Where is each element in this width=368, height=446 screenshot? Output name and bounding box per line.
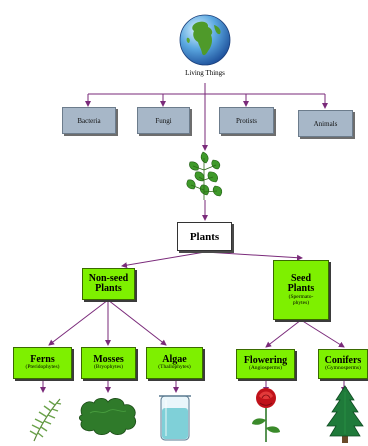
nonseed-line2: Plants: [95, 283, 122, 294]
plants-node: Plants: [177, 222, 232, 251]
algae-title: Algae: [162, 353, 187, 365]
pine-tree-icon: [326, 385, 364, 443]
beaker-icon: [159, 395, 191, 441]
kingdom-label: Bacteria: [77, 116, 101, 125]
fern-icon: [29, 398, 62, 442]
plant-leaves-icon: [186, 151, 223, 200]
ferns-sub: (Pteridophytes): [25, 364, 60, 371]
ferns-node: Ferns (Pteridophytes): [13, 347, 72, 379]
kingdom-label: Protists: [235, 116, 257, 125]
algae-sub: (Thallophytes): [158, 364, 191, 371]
plants-label: Plants: [189, 230, 220, 243]
kingdom-label: Fungi: [155, 116, 172, 125]
nonseed-plants-node: Non-seed Plants: [82, 268, 135, 300]
conifers-title: Conifers: [324, 354, 362, 366]
kingdom-animals: Animals: [298, 110, 353, 137]
seed-line1: Seed: [291, 272, 311, 284]
moss-icon: [78, 397, 137, 436]
globe-icon: [179, 14, 231, 66]
kingdom-label: Animals: [313, 119, 338, 128]
conifers-sub: (Gymnosperms): [325, 365, 361, 372]
mosses-node: Mosses (Bryophytes): [81, 347, 136, 379]
seed-sub1: (Spermato-: [288, 293, 314, 300]
flowering-sub: (Angiosperms): [249, 365, 282, 372]
flowering-node: Flowering (Angiosperms): [236, 349, 295, 379]
kingdom-bacteria: Bacteria: [62, 107, 116, 134]
rose-icon: [252, 388, 280, 442]
root-label: Living Things: [185, 69, 225, 77]
seed-line2: Plants: [287, 283, 315, 295]
kingdom-fungi: Fungi: [137, 107, 190, 134]
ferns-title: Ferns: [30, 353, 55, 365]
algae-node: Algae (Thallophytes): [146, 347, 203, 379]
mosses-title: Mosses: [93, 353, 124, 365]
nonseed-line1: Non-seed: [88, 272, 129, 284]
flowering-title: Flowering: [243, 354, 288, 366]
seed-plants-node: Seed Plants (Spermato- phytes): [273, 260, 329, 320]
mosses-sub: (Bryophytes): [93, 364, 124, 371]
kingdom-protists: Protists: [219, 107, 274, 134]
conifers-node: Conifers (Gymnosperms): [318, 349, 368, 379]
seed-sub2: phytes): [292, 299, 310, 306]
